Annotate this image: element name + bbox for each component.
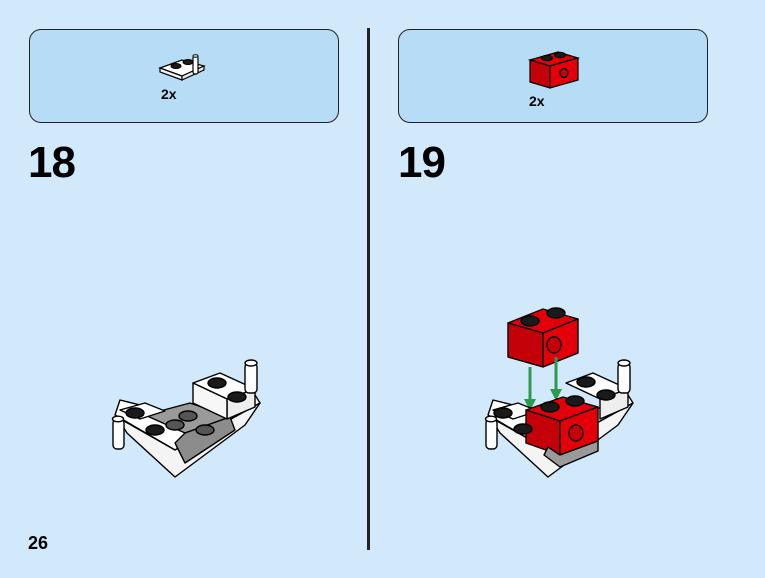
parts-callout-right: 2x: [398, 29, 708, 123]
part-quantity: 2x: [161, 86, 177, 102]
step-divider: [367, 28, 370, 550]
white-base-assembly-icon: [111, 359, 261, 478]
step-number: 19: [398, 138, 446, 187]
red-brick-placement-icon: [484, 307, 634, 478]
parts-callout-left: 2x: [29, 29, 339, 123]
placement-arrows: [524, 357, 562, 411]
page-number: 26: [28, 533, 49, 553]
part-quantity: 2x: [529, 93, 545, 109]
step-number: 18: [28, 138, 76, 187]
white-plate-with-bar-icon: [158, 54, 206, 81]
red-technic-brick-icon: [527, 51, 581, 89]
